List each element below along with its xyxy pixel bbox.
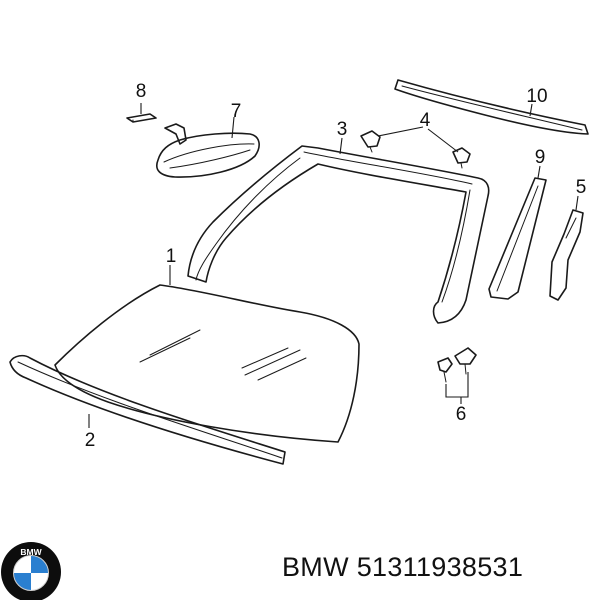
- callout-5: 5: [576, 177, 587, 198]
- callout-1: 1: [166, 246, 177, 267]
- part-10-roof-trim: [394, 79, 589, 135]
- part-5-trim-strip: [549, 209, 584, 301]
- part-number-caption: BMW 51311938531: [282, 552, 523, 583]
- callout-9: 9: [535, 147, 546, 168]
- part-6-screws: [437, 347, 477, 383]
- part-2-lower-moulding: [9, 354, 286, 465]
- callout-8: 8: [136, 81, 147, 102]
- callout-7: 7: [231, 101, 242, 122]
- part-7-rear-view-mirror: [156, 123, 260, 178]
- part-4-clips: [360, 130, 471, 169]
- manufacturer-name: BMW: [282, 552, 349, 582]
- logo-text: BMW: [20, 547, 42, 557]
- callout-2: 2: [85, 430, 96, 451]
- callout-labels: 8 7 3 4 10 9 5 1 2 6: [85, 81, 587, 451]
- part-3-windshield-frame: [187, 145, 490, 324]
- callout-3: 3: [337, 119, 348, 140]
- logo-quadrant-tr: [31, 555, 49, 573]
- bmw-logo: BMW: [1, 542, 61, 602]
- part-8-sensor-pad: [126, 113, 157, 123]
- part-1-windshield: [54, 284, 360, 443]
- callout-4: 4: [420, 110, 431, 131]
- logo-quadrant-bl: [13, 573, 31, 591]
- part-number: 51311938531: [356, 552, 524, 582]
- callout-10: 10: [526, 86, 547, 107]
- leader-lines: [88, 103, 579, 428]
- callout-6: 6: [456, 404, 467, 425]
- part-9-trim-strip: [488, 177, 547, 300]
